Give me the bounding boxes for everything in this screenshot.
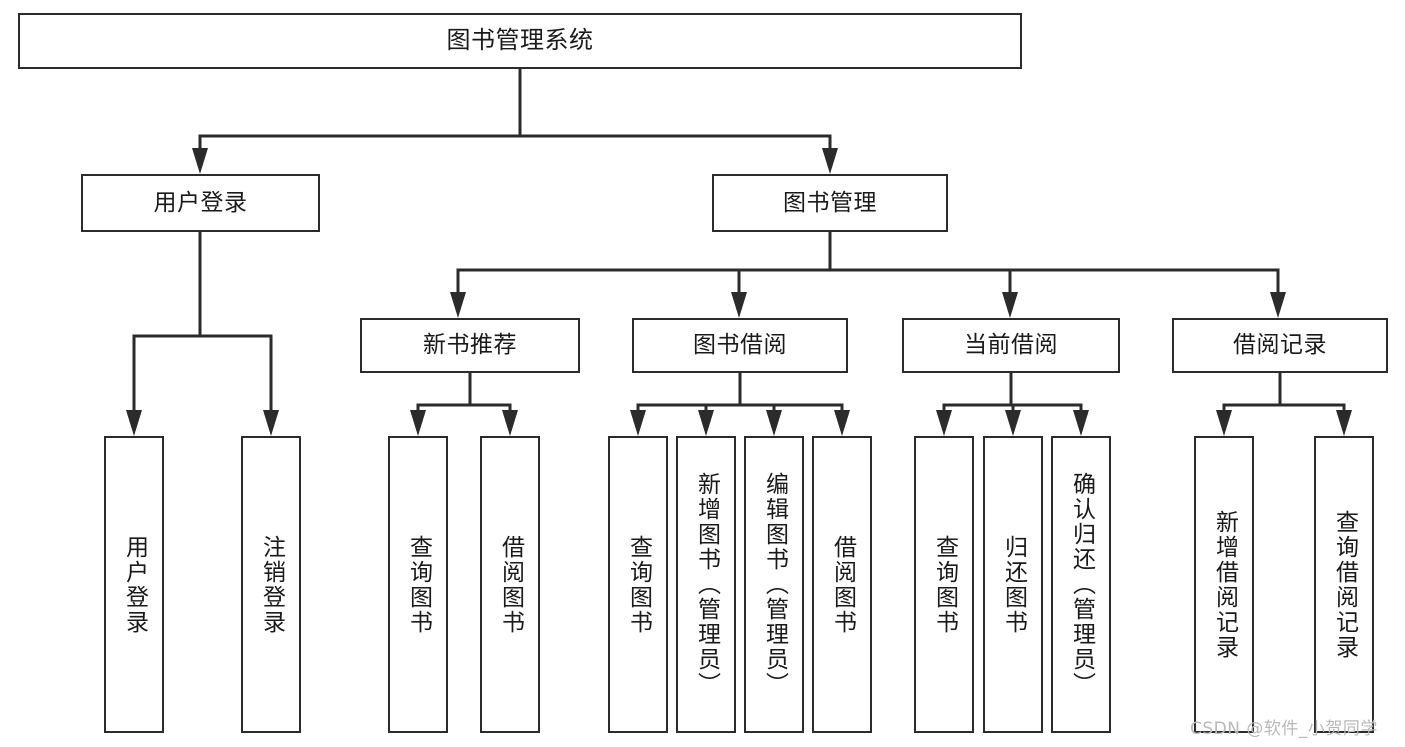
node-leaf-confirm-return-admin[interactable]: 确认归还（管理员）: [1051, 436, 1111, 733]
node-label-leaf-borrow-book-recommend: 借阅图书: [497, 534, 524, 635]
node-leaf-user-login[interactable]: 用户登录: [104, 436, 164, 733]
csdn-watermark: CSDN @软件_小贺同学: [1190, 719, 1378, 739]
conn-current-to-leaves-arrowhead-0: [936, 410, 952, 436]
node-label-book-borrow: 图书借阅: [693, 332, 787, 359]
node-label-book-management: 图书管理: [783, 189, 877, 216]
node-label-leaf-add-borrow-record: 新增借阅记录: [1211, 509, 1238, 660]
node-label-borrow-records: 借阅记录: [1233, 332, 1327, 359]
conn-recommend-to-leaves-arrowhead-0: [410, 410, 426, 436]
conn-root-to-level1-arrowhead-1: [822, 148, 838, 174]
conn-bookmgmt-to-level2-arrowhead-0: [450, 292, 466, 318]
node-label-current-borrow: 当前借阅: [964, 332, 1058, 359]
conn-bookmgmt-to-level2-arrowhead-1: [731, 292, 747, 318]
node-leaf-edit-book-admin[interactable]: 编辑图书（管理员）: [744, 436, 804, 733]
node-user-login[interactable]: 用户登录: [81, 174, 320, 232]
node-label-leaf-query-book-current: 查询图书: [931, 534, 958, 635]
node-label-leaf-borrow-book: 借阅图书: [829, 534, 856, 635]
node-label-new-book-recommend: 新书推荐: [423, 332, 517, 359]
conn-userlogin-to-leaves-arrowhead-1: [263, 410, 279, 436]
node-book-management[interactable]: 图书管理: [712, 174, 948, 232]
node-new-book-recommend[interactable]: 新书推荐: [360, 318, 580, 373]
node-label-user-login: 用户登录: [153, 189, 248, 216]
node-label-leaf-add-book-admin: 新增图书（管理员）: [693, 472, 720, 697]
node-leaf-query-book-recommend[interactable]: 查询图书: [388, 436, 448, 733]
node-leaf-add-book-admin[interactable]: 新增图书（管理员）: [676, 436, 736, 733]
conn-borrow-to-leaves-arrowhead-1: [698, 410, 714, 436]
conn-recommend-to-leaves-arrowhead-1: [502, 410, 518, 436]
node-leaf-add-borrow-record[interactable]: 新增借阅记录: [1194, 436, 1254, 733]
node-book-borrow[interactable]: 图书借阅: [632, 318, 848, 373]
node-leaf-logout[interactable]: 注销登录: [241, 436, 301, 733]
node-label-leaf-confirm-return-admin: 确认归还（管理员）: [1068, 472, 1095, 697]
node-label-leaf-query-book-recommend: 查询图书: [405, 534, 432, 635]
node-current-borrow[interactable]: 当前借阅: [902, 318, 1120, 373]
conn-borrow-to-leaves-arrowhead-2: [766, 410, 782, 436]
node-leaf-query-book-current[interactable]: 查询图书: [914, 436, 974, 733]
conn-root-to-level1-arrowhead-0: [192, 148, 208, 174]
conn-records-to-leaves-arrowhead-1: [1336, 410, 1352, 436]
conn-bookmgmt-to-level2-arrowhead-3: [1270, 292, 1286, 318]
node-leaf-borrow-book[interactable]: 借阅图书: [812, 436, 872, 733]
conn-current-to-leaves-arrowhead-2: [1073, 410, 1089, 436]
conn-userlogin-to-leaves-arrowhead-0: [126, 410, 142, 436]
node-leaf-query-borrow-record[interactable]: 查询借阅记录: [1314, 436, 1374, 733]
node-label-leaf-query-borrow-record: 查询借阅记录: [1331, 509, 1358, 660]
node-leaf-return-book[interactable]: 归还图书: [983, 436, 1043, 733]
node-label-leaf-user-login: 用户登录: [121, 534, 148, 635]
node-leaf-query-book-borrow[interactable]: 查询图书: [608, 436, 668, 733]
conn-bookmgmt-to-level2-arrowhead-2: [1002, 292, 1018, 318]
node-leaf-borrow-book-recommend[interactable]: 借阅图书: [480, 436, 540, 733]
conn-records-to-leaves-arrowhead-0: [1216, 410, 1232, 436]
node-borrow-records[interactable]: 借阅记录: [1172, 318, 1388, 373]
node-label-leaf-query-book-borrow: 查询图书: [625, 534, 652, 635]
node-label-leaf-edit-book-admin: 编辑图书（管理员）: [761, 472, 788, 697]
node-label-leaf-logout: 注销登录: [258, 534, 285, 635]
conn-borrow-to-leaves-arrowhead-3: [834, 410, 850, 436]
conn-current-to-leaves-arrowhead-1: [1005, 410, 1021, 436]
conn-borrow-to-leaves-arrowhead-0: [630, 410, 646, 436]
node-label-leaf-return-book: 归还图书: [1000, 534, 1027, 635]
node-label-root: 图书管理系统: [446, 26, 594, 55]
node-root[interactable]: 图书管理系统: [18, 13, 1022, 69]
